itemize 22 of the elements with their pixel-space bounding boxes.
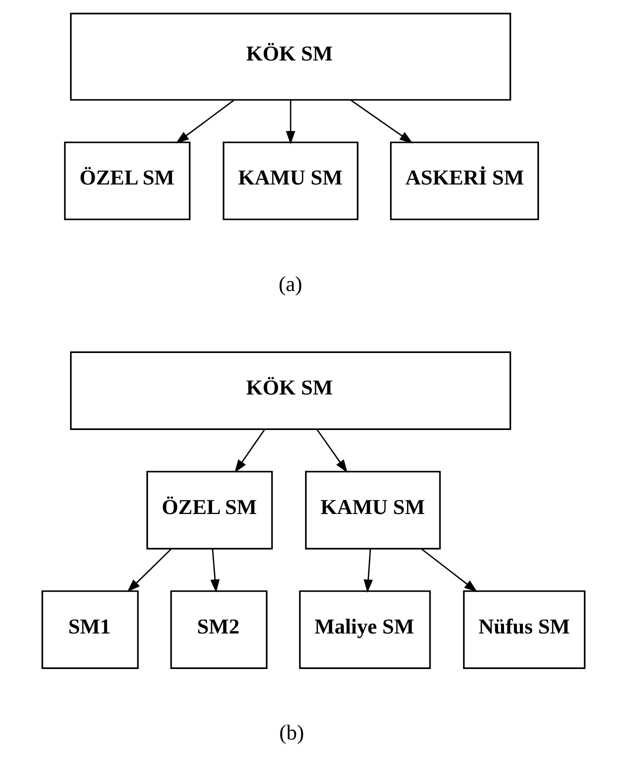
node-box: KAMU SM bbox=[304, 470, 440, 550]
node-box: KAMU SM bbox=[222, 142, 358, 220]
arrow bbox=[234, 429, 265, 473]
arrow bbox=[350, 100, 412, 144]
arrow bbox=[316, 429, 348, 473]
arrow bbox=[126, 548, 172, 592]
node-box: Nüfus SM bbox=[462, 590, 585, 669]
arrow bbox=[175, 100, 234, 144]
node-box: ASKERİ SM bbox=[390, 142, 539, 220]
arrow bbox=[210, 549, 220, 593]
node-box: KÖK SM bbox=[70, 351, 511, 430]
arrow bbox=[363, 549, 372, 593]
node-box: SM2 bbox=[170, 590, 267, 669]
label: (b) bbox=[278, 720, 304, 745]
arrow bbox=[285, 100, 295, 144]
node-box: ÖZEL SM bbox=[146, 470, 272, 550]
arrow bbox=[420, 548, 477, 592]
node-box: SM1 bbox=[41, 590, 138, 669]
node-box: ÖZEL SM bbox=[64, 142, 190, 220]
label: (a) bbox=[278, 272, 302, 296]
node-box: Maliye SM bbox=[298, 590, 430, 669]
node-box: KÖK SM bbox=[70, 12, 511, 101]
